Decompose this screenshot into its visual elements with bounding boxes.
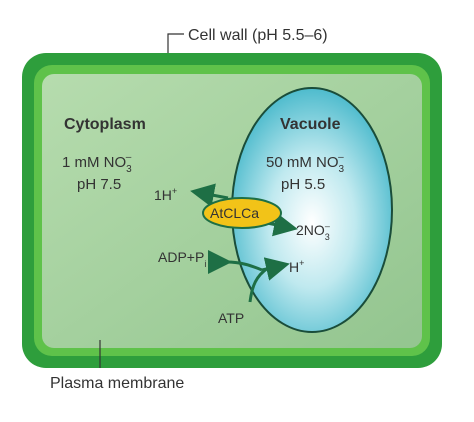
adp-release-arrow xyxy=(207,249,263,274)
cytoplasm-label: Cytoplasm xyxy=(64,116,146,133)
proton-efflux-arrow xyxy=(190,183,229,208)
cell-wall-label: Cell wall (pH 5.5–6) xyxy=(188,27,328,44)
vacuole-ph: pH 5.5 xyxy=(281,176,325,193)
proton-in-label: H+ xyxy=(289,258,304,275)
atp-label: ATP xyxy=(218,310,244,326)
cytoplasm-nitrate-concentration: 1 mM NO3– xyxy=(62,152,132,175)
cytoplasm-ph: pH 7.5 xyxy=(77,176,121,193)
proton-out-label: 1H+ xyxy=(154,186,177,203)
adp-pi-label: ADP+Pi xyxy=(158,249,206,269)
atclca-label: AtCLCa xyxy=(210,205,259,221)
vacuole-nitrate-concentration: 50 mM NO3– xyxy=(266,152,345,175)
plasma-membrane-label: Plasma membrane xyxy=(50,375,184,392)
nitrate-in-label: 2NO3– xyxy=(296,221,330,242)
vacuole-label: Vacuole xyxy=(280,116,341,133)
cell-wall-leader-line xyxy=(167,33,184,53)
atclca-transporter xyxy=(202,197,282,229)
proton-pump-arrow xyxy=(261,257,290,281)
